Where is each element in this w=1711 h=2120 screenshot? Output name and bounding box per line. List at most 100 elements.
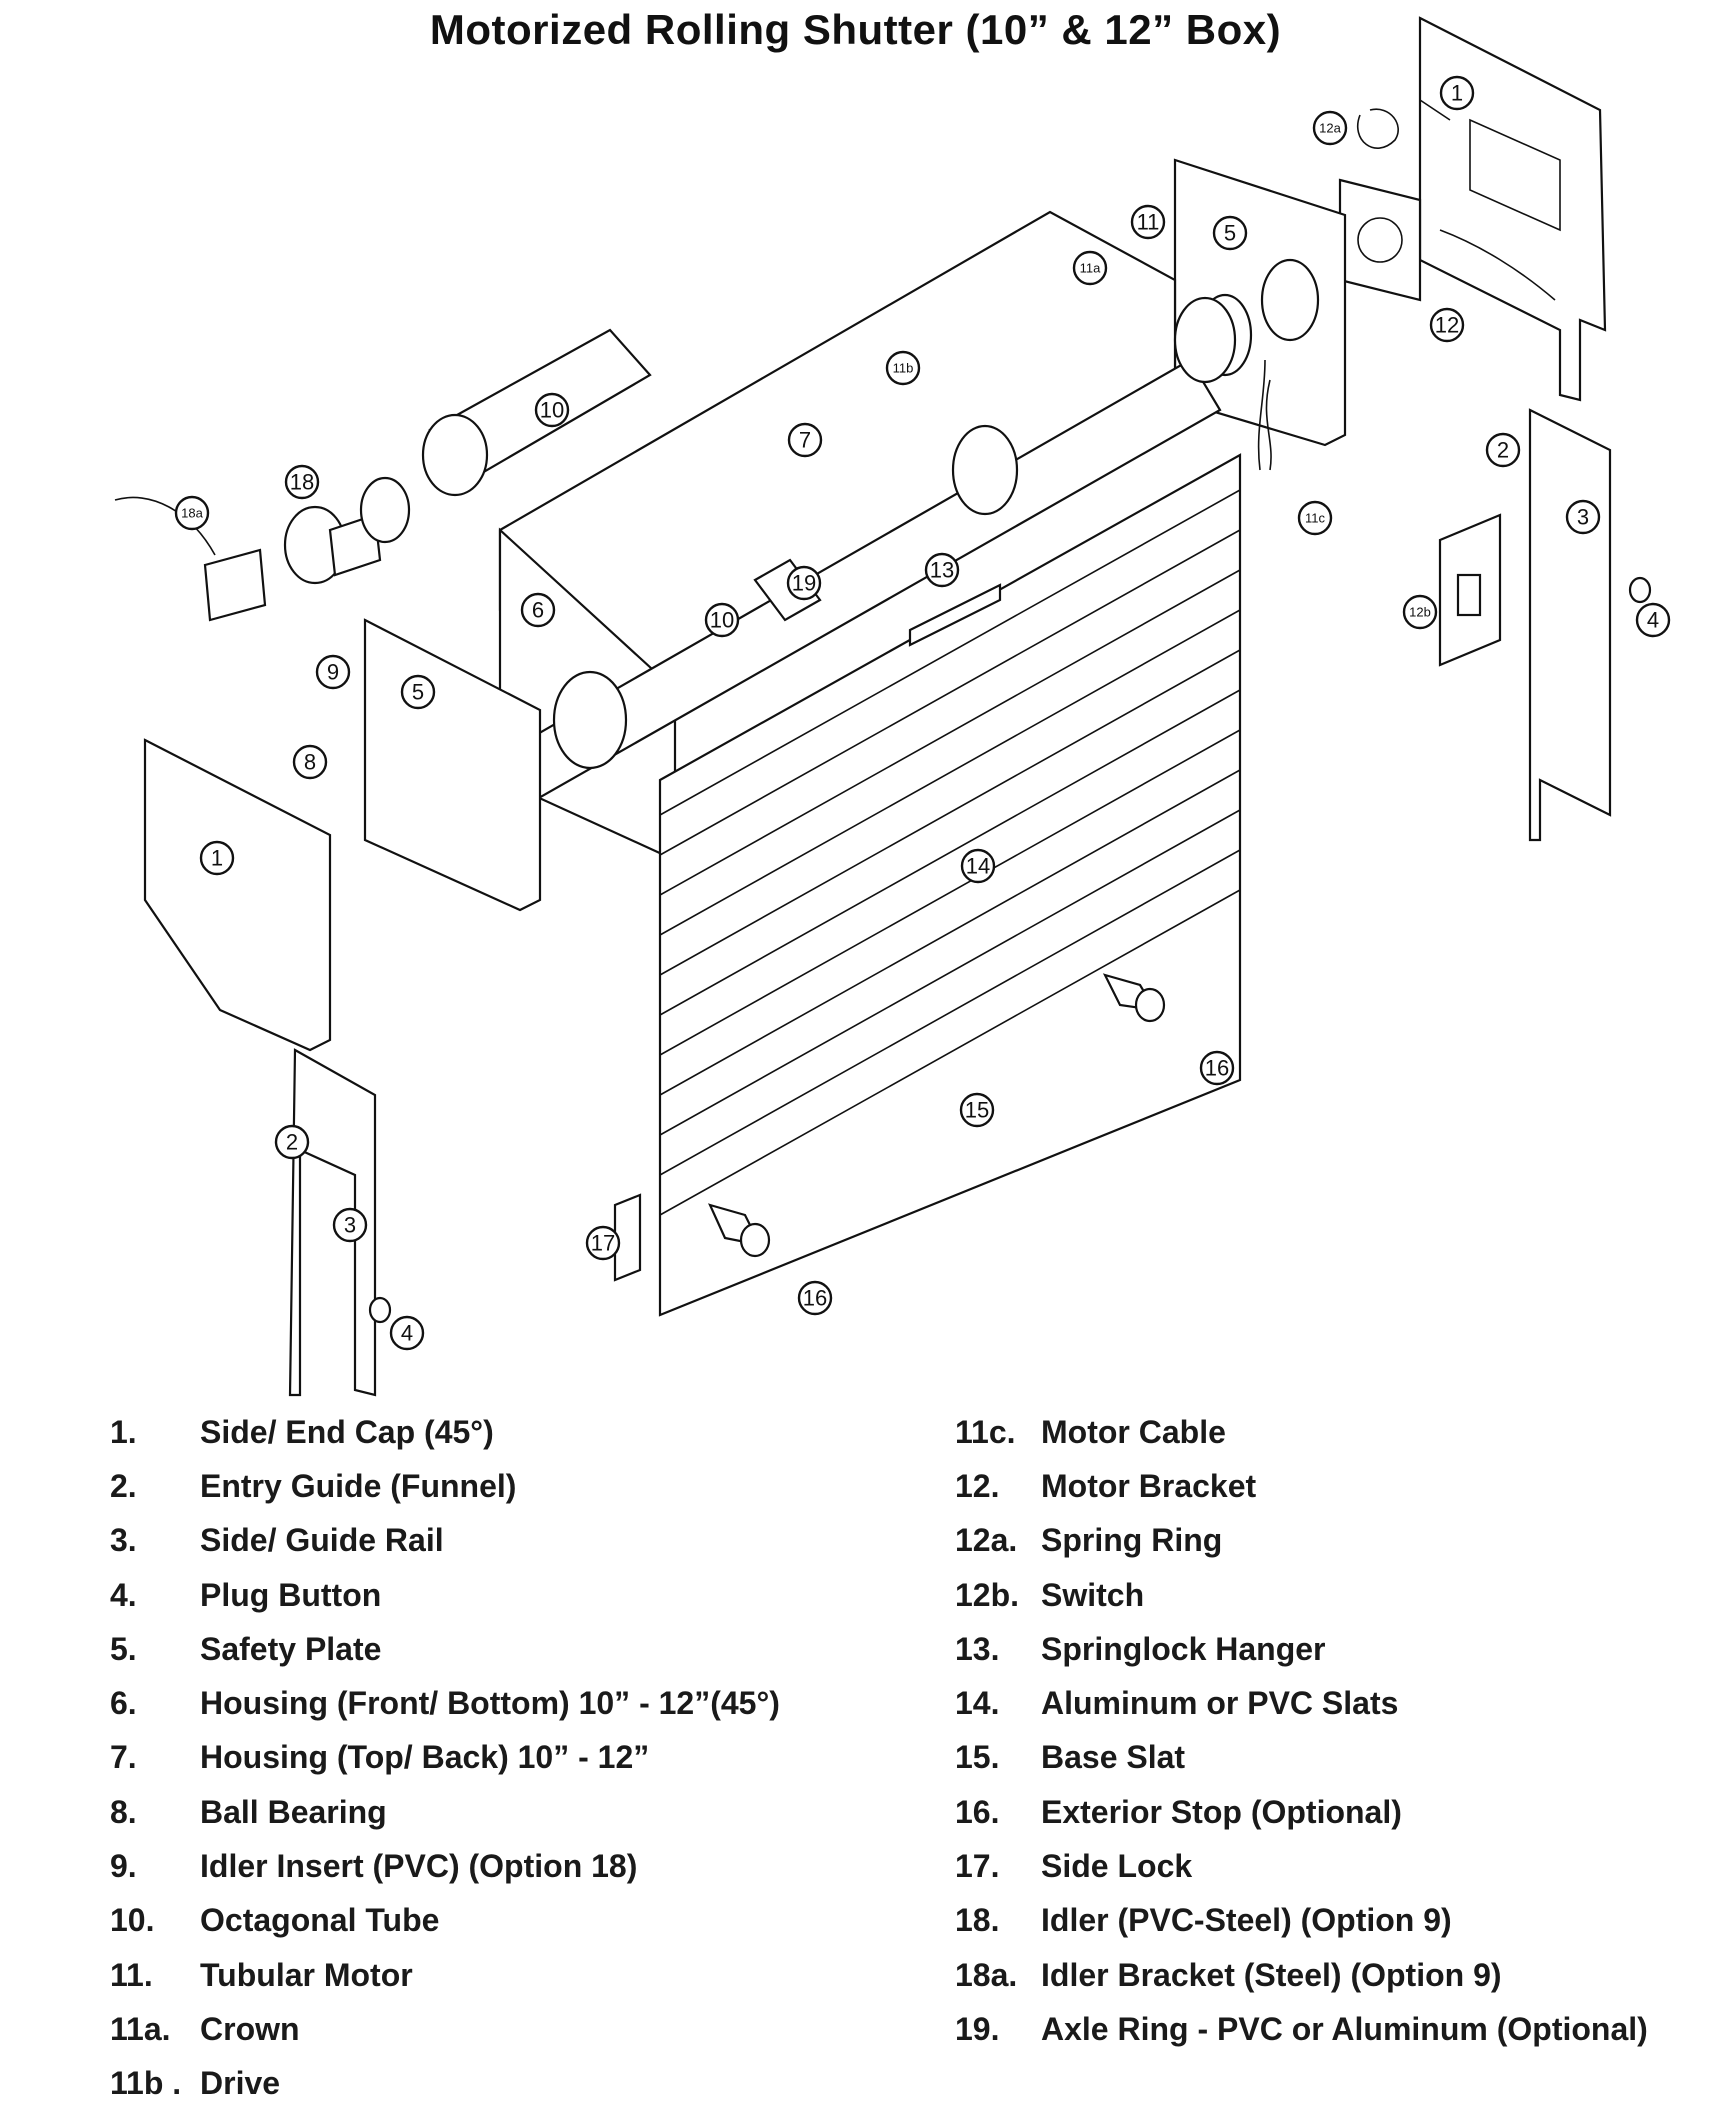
svg-text:18a: 18a [181,506,203,521]
legend-number: 14. [955,1685,1000,1722]
svg-text:15: 15 [965,1098,989,1123]
legend-label: Axle Ring - PVC or Aluminum (Optional) [1041,2010,1648,2047]
legend-label: Plug Button [200,1576,382,1613]
callout-2-left: 2 [274,1124,310,1160]
callout-16-left: 16 [797,1280,833,1316]
svg-text:5: 5 [412,680,424,705]
legend-label: Switch [1041,1576,1145,1613]
svg-text:2: 2 [1497,438,1509,463]
parts-legend-right: 11c.Motor Cable 12.Motor Bracket 12a.Spr… [955,1405,1648,2057]
svg-text:16: 16 [803,1286,827,1311]
callout-17: 17 [585,1225,621,1261]
svg-text:12a: 12a [1319,121,1341,136]
svg-text:13: 13 [930,558,954,583]
legend-item: 12. Motor Bracket [955,1459,1648,1513]
callout-2-right: 2 [1485,432,1521,468]
callout-8: 8 [292,744,328,780]
callout-14: 14 [960,848,996,884]
svg-text:11: 11 [1137,210,1160,235]
legend-number: 18. [955,1902,1000,1939]
legend-label: Tubular Motor [200,1956,413,1993]
callout-10-spare: 10 [534,392,570,428]
legend-label: Motor Bracket [1041,1467,1257,1504]
legend-label: Idler Bracket (Steel) (Option 9) [1041,1956,1502,1993]
callout-5-left: 5 [400,674,436,710]
legend-label: Safety Plate [200,1630,382,1667]
svg-text:2: 2 [286,1130,298,1155]
svg-text:19: 19 [792,571,816,596]
svg-text:11b: 11b [893,361,914,376]
legend-number: 4. [110,1576,137,1613]
legend-item: 15. Base Slat [955,1731,1648,1785]
svg-text:6: 6 [532,598,544,623]
legend-number: 6. [110,1685,137,1722]
right-end-cap [1418,16,1607,402]
legend-number: 19. [955,2010,1000,2047]
legend-label: Base Slat [1041,1739,1186,1776]
callout-11c: 11c [1297,500,1333,536]
svg-text:10: 10 [710,608,734,633]
legend-number: 12b. [955,1576,1020,1613]
legend-label: Spring Ring [1041,1522,1223,1559]
svg-text:17: 17 [591,1231,615,1256]
legend-number: 11a. [110,2010,171,2047]
legend-item: 12a.Spring Ring [955,1514,1648,1568]
legend-item: 18a. Idler Bracket (Steel) (Option 9) [955,1948,1648,2002]
legend-item: 12b. Switch [955,1568,1648,1622]
legend-label: Drive [200,2065,281,2102]
svg-text:18: 18 [290,470,314,495]
shutter-slats [658,453,1242,1317]
legend-item: 14.Aluminum or PVC Slats [955,1676,1648,1730]
callout-4-left: 4 [389,1315,425,1351]
legend-item: 8.Ball Bearing [110,1785,780,1839]
legend-item: 3.Side/ Guide Rail [110,1514,780,1568]
diagram-title: Motorized Rolling Shutter (10” & 12” Box… [429,6,1282,53]
legend-number: 13. [955,1630,1000,1667]
legend-number: 12. [955,1467,1000,1504]
legend-item: 4. Plug Button [110,1568,780,1622]
legend-label: Exterior Stop (Optional) [1041,1793,1402,1830]
legend-label: Ball Bearing [200,1793,387,1830]
wall-switch [1438,513,1502,667]
legend-label: Idler Insert (PVC) (Option 18) [200,1848,638,1885]
callout-3-left: 3 [332,1207,368,1243]
svg-text:12b: 12b [1409,605,1431,620]
svg-text:7: 7 [799,428,811,453]
legend-item: 16.Exterior Stop (Optional) [955,1785,1648,1839]
callout-12b: 12b [1402,594,1438,630]
exterior-stops [613,973,1166,1282]
callout-7: 7 [787,422,823,458]
idler-assembly [114,476,411,622]
legend-number: 7. [110,1739,137,1776]
legend-item: 10.Octagonal Tube [110,1894,780,1948]
legend-label: Side/ End Cap (45°) [200,1413,494,1450]
callout-6: 6 [520,592,556,628]
legend-label: Crown [200,2010,300,2047]
svg-text:11c: 11c [1305,511,1325,526]
svg-text:14: 14 [966,854,990,879]
svg-text:1: 1 [211,846,223,871]
svg-text:3: 3 [1577,505,1589,530]
callout-4-right: 4 [1635,602,1671,638]
svg-text:12: 12 [1435,313,1459,338]
legend-number: 18a. [955,1956,1018,1993]
legend-item: 5.Safety Plate [110,1622,780,1676]
parts-legend-left: 1.Side/ End Cap (45°) 2.Entry Guide (Fun… [110,1405,780,2111]
legend-number: 15. [955,1739,1000,1776]
legend-label: Motor Cable [1041,1413,1226,1450]
legend-item: 17.Side Lock [955,1839,1648,1893]
legend-item: 11. Tubular Motor [110,1948,780,2002]
svg-text:11a: 11a [1080,261,1101,276]
legend-number: 17. [955,1848,1000,1885]
legend-label: Housing (Front/ Bottom) 10” - 12”(45°) [200,1685,780,1722]
svg-text:3: 3 [344,1213,356,1238]
legend-number: 11. [110,1956,153,1993]
legend-item: 6. Housing (Front/ Bottom) 10” - 12”(45°) [110,1676,780,1730]
svg-text:5: 5 [1224,221,1236,246]
svg-text:1: 1 [1451,81,1463,106]
exploded-view-diagram: 1 1 2 2 3 3 4 4 5 5 6 7 8 9 10 10 11 11a… [114,16,1671,1397]
legend-number: 10. [110,1902,155,1939]
callout-11a: 11a [1072,250,1108,286]
legend-item: 2.Entry Guide (Funnel) [110,1459,780,1513]
left-guide-rail [288,1048,392,1397]
